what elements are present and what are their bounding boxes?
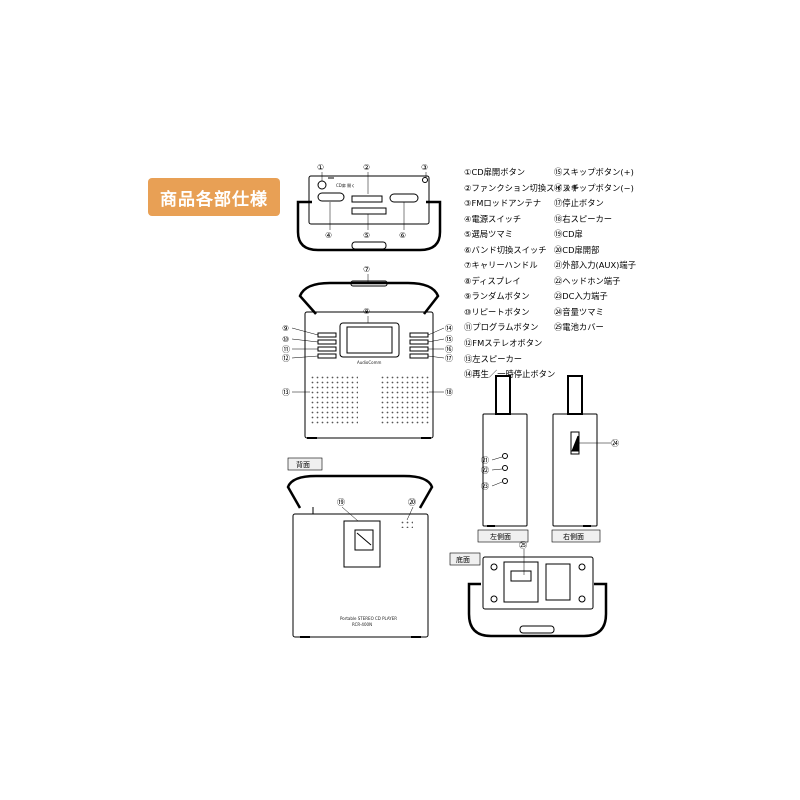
svg-text:左側面: 左側面: [490, 532, 511, 541]
callout-24: ㉔: [611, 439, 619, 448]
part-label: ⑯スキップボタン(−): [554, 182, 634, 193]
part-label: ⑫FMステレオボタン: [464, 338, 543, 349]
part-label: ㉓DC入力端子: [554, 291, 608, 302]
left-side-view: [482, 375, 528, 527]
part-label: ③FMロッドアンテナ: [464, 198, 542, 209]
callout-13: ⑬: [282, 388, 290, 397]
leader-lines: [291, 172, 611, 575]
callout-14: ⑭: [445, 324, 453, 333]
section-banner: 商品各部仕様: [148, 178, 280, 216]
parts-list-left: ①CD扉開ボタン ②ファンクション切換スイッチ ③FMロッドアンテナ ④電源スイ…: [464, 165, 579, 383]
view-tab-left-side: 左側面: [477, 529, 529, 543]
callout-21: ㉑: [481, 456, 489, 465]
callout-11: ⑪: [282, 345, 290, 354]
callout-22: ㉒: [481, 466, 489, 475]
part-label: ⑦キャリーハンドル: [464, 260, 538, 271]
callout-12: ⑫: [282, 354, 290, 363]
part-label: ⑳CD扉開部: [554, 244, 600, 255]
callout-5: ⑤: [363, 231, 370, 240]
part-label: ①CD扉開ボタン: [464, 167, 526, 177]
part-label: ⑲CD扉: [554, 229, 583, 240]
callout-2: ②: [363, 163, 370, 172]
brand-logo: AudioComm: [357, 360, 382, 365]
front-view: [298, 280, 440, 439]
view-tab-back: 背面: [287, 457, 323, 471]
svg-text:背面: 背面: [296, 460, 310, 469]
callout-16: ⑯: [445, 345, 453, 354]
view-tab-right-side: 右側面: [551, 529, 601, 543]
back-view: [286, 474, 434, 638]
callout-25: ㉕: [519, 541, 527, 550]
view-tab-bottom: 底面: [449, 552, 481, 566]
part-label: ⑥バンド切換スイッチ: [464, 244, 547, 255]
callout-17: ⑰: [445, 354, 453, 363]
svg-text:底面: 底面: [456, 555, 470, 564]
callout-20: ⑳: [408, 498, 416, 507]
part-label: ⑰停止ボタン: [554, 198, 604, 209]
parts-list-right: ⑮スキップボタン(+) ⑯スキップボタン(−) ⑰停止ボタン ⑱右スピーカー ⑲…: [554, 165, 636, 336]
part-label: ⑪プログラムボタン: [464, 322, 539, 333]
part-label: ②ファンクション切換スイッチ: [464, 182, 580, 193]
bottom-view: [467, 556, 608, 638]
part-label: ⑩リピートボタン: [464, 306, 530, 317]
part-label: ㉔音量ツマミ: [554, 306, 604, 317]
part-label: ⑱右スピーカー: [554, 213, 613, 224]
callout-1: ①: [317, 163, 324, 172]
svg-text:右側面: 右側面: [563, 532, 584, 541]
callout-9: ⑨: [282, 324, 289, 333]
part-label: ⑭再生／一時停止ボタン: [464, 369, 556, 380]
svg-text:CD扉 開く: CD扉 開く: [336, 182, 355, 188]
model-number: RCR-400N: [352, 622, 372, 627]
part-label: ⑨ランダムボタン: [464, 291, 530, 302]
callout-3: ③: [421, 163, 428, 172]
part-label: ㉑外部入力(AUX)端子: [554, 260, 636, 271]
callout-4: ④: [325, 231, 332, 240]
part-label: ⑬左スピーカー: [464, 353, 523, 364]
callout-15: ⑮: [445, 335, 453, 344]
part-label: ⑮スキップボタン(+): [554, 167, 634, 177]
part-label: ㉒ヘッドホン端子: [554, 275, 621, 286]
part-label: ④電源スイッチ: [464, 213, 522, 224]
part-label: ⑤選局ツマミ: [464, 229, 513, 240]
part-label: ㉕電池カバー: [554, 322, 604, 333]
callout-19: ⑲: [337, 498, 345, 507]
part-label: ⑧ディスプレイ: [464, 275, 521, 286]
top-view: CD扉 開く: [296, 175, 442, 252]
right-side-view: [552, 375, 598, 527]
callout-7: ⑦: [363, 265, 370, 274]
callout-8: ⑧: [363, 307, 370, 316]
callout-10: ⑩: [282, 335, 289, 344]
callout-6: ⑥: [399, 231, 406, 240]
callout-23: ㉓: [481, 482, 489, 491]
model-label: Portable STEREO CD PLAYER: [340, 616, 397, 621]
callout-18: ⑱: [445, 388, 453, 397]
